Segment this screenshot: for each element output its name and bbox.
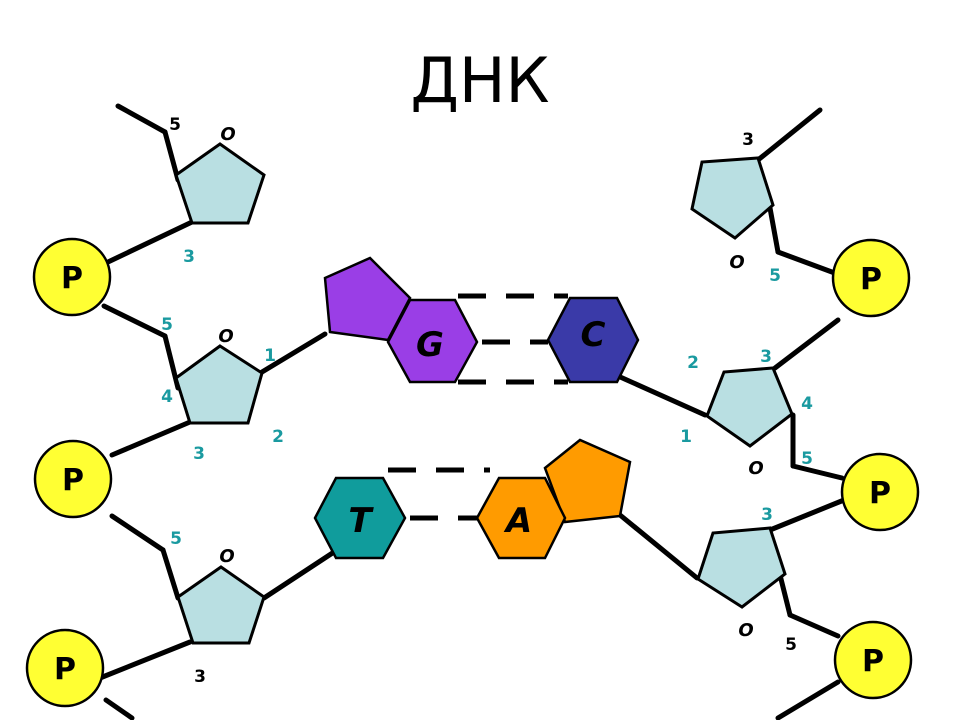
cytosine-label: C (581, 315, 606, 355)
thymine-label: T (348, 501, 374, 541)
phosphates: P P P P P P (25, 237, 920, 708)
guanine-label: G (416, 325, 444, 365)
sugar-left-mid (174, 344, 264, 425)
svg-text:5: 5 (785, 635, 797, 655)
svg-text:2: 2 (272, 427, 284, 447)
svg-text:5: 5 (801, 449, 813, 469)
phosphate-left-1: P (32, 237, 112, 317)
svg-text:P: P (860, 262, 882, 297)
phosphate-right-3: P (833, 620, 913, 700)
cytosine-hexagon (546, 296, 640, 384)
svg-text:P: P (54, 652, 76, 687)
svg-text:5: 5 (769, 266, 781, 286)
svg-text:3: 3 (742, 130, 754, 150)
svg-text:3: 3 (761, 505, 773, 525)
phosphate-left-2: P (33, 439, 113, 519)
svg-text:P: P (62, 463, 84, 498)
adenine-hexagon (475, 476, 567, 560)
thymine-hexagon (313, 476, 407, 560)
adenine-label: A (503, 501, 532, 541)
sugar-left-bot (176, 565, 266, 645)
svg-text:5: 5 (161, 315, 173, 335)
svg-text:1: 1 (264, 346, 276, 366)
svg-text:3: 3 (193, 444, 205, 464)
svg-text:O: O (220, 124, 235, 145)
phosphate-right-2: P (840, 452, 920, 532)
sugars (174, 142, 794, 645)
sugar-right-bot (696, 526, 787, 609)
svg-text:O: O (729, 252, 744, 273)
guanine-hexagon (386, 298, 479, 384)
svg-text:4: 4 (161, 387, 173, 407)
sugar-left-top (174, 142, 266, 225)
svg-text:5: 5 (169, 115, 181, 135)
svg-text:O: O (219, 546, 234, 567)
svg-text:3: 3 (194, 667, 206, 687)
svg-text:O: O (748, 458, 763, 479)
svg-text:4: 4 (801, 394, 813, 414)
carbon-numbers: 5 3 5 1 4 3 2 5 3 3 5 2 3 4 1 5 3 5 (161, 115, 813, 687)
svg-text:5: 5 (170, 529, 182, 549)
phosphate-left-3: P (25, 628, 105, 708)
svg-text:3: 3 (760, 347, 772, 367)
svg-text:2: 2 (687, 353, 699, 373)
phosphate-right-1: P (831, 238, 911, 318)
svg-text:1: 1 (680, 427, 692, 447)
hydrogen-bonds (388, 293, 568, 521)
svg-text:O: O (218, 326, 233, 347)
svg-text:P: P (862, 644, 884, 679)
bases: G C T A (313, 256, 640, 560)
svg-text:P: P (61, 261, 83, 296)
oxygen-labels: O O O O O O (218, 124, 763, 641)
sugar-right-top (690, 156, 775, 240)
backbone-bonds (97, 103, 847, 720)
svg-text:O: O (738, 620, 753, 641)
sugar-right-mid (705, 366, 794, 448)
svg-text:P: P (869, 476, 891, 511)
page-title: ДНК (410, 44, 549, 117)
svg-text:3: 3 (183, 247, 195, 267)
